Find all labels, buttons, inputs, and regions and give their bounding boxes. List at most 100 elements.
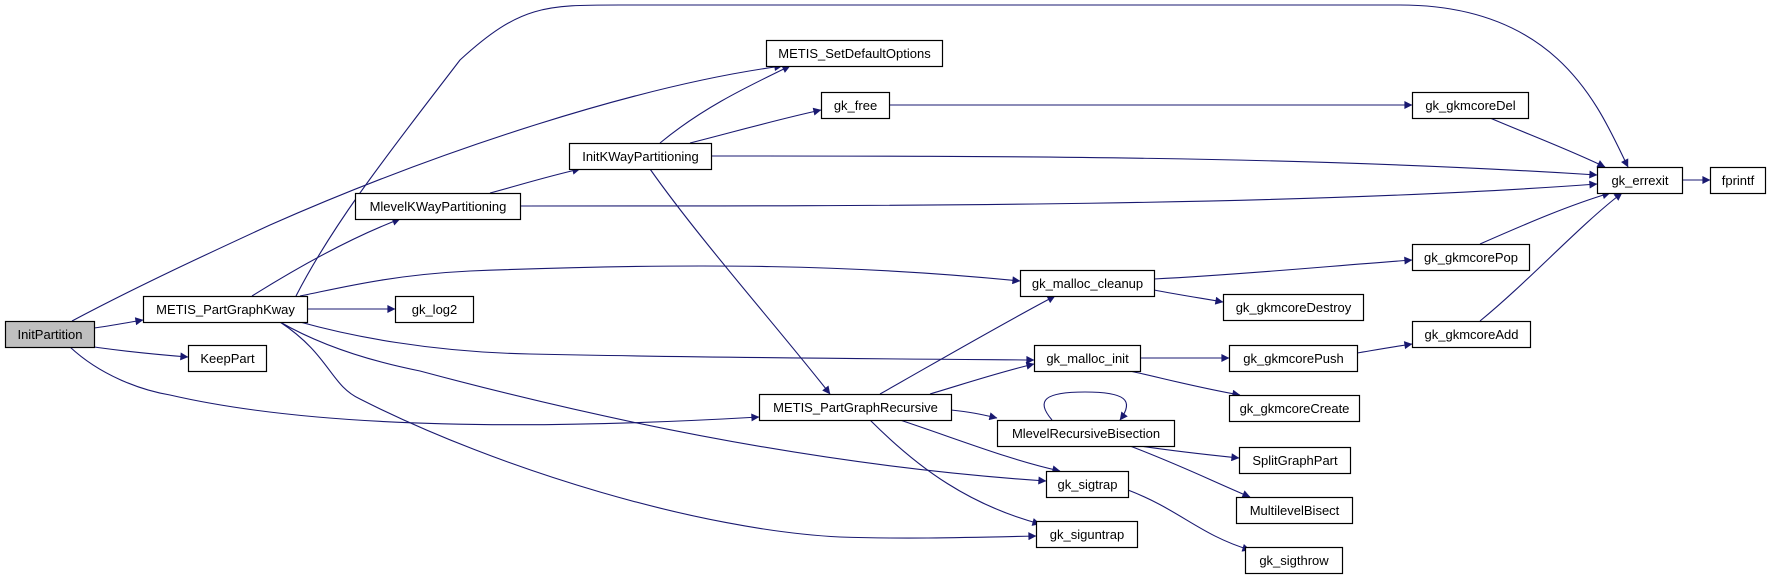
node-box (1228, 344, 1359, 373)
node-label: gk_errexit (1611, 173, 1668, 188)
edge-initkwaypartitioning-to-metis-setdefaultoptions (659, 65, 791, 144)
node-label: gk_free (834, 98, 877, 113)
node-label: InitPartition (17, 327, 82, 342)
edge-mlevelrecursivebisection-to-mlevelrecursivebisection (1043, 391, 1128, 421)
node-keeppart[interactable]: KeepPart (187, 344, 268, 373)
edge-metis-partgraphkway-to-gk-malloc-cleanup (299, 265, 1021, 297)
nodes-layer: InitPartition METIS_PartGraphKwayKeepPart… (4, 39, 1767, 575)
node-label: gk_siguntrap (1050, 527, 1124, 542)
edge-gk-malloc-cleanup-to-gk-gkmcoredestroy (1153, 289, 1224, 305)
node-gk-gkmcorecreate[interactable]: gk_gkmcoreCreate (1228, 394, 1361, 423)
node-multilevelbisect[interactable]: MultilevelBisect (1235, 496, 1354, 525)
node-gk-sigthrow[interactable]: gk_sigthrow (1244, 546, 1344, 575)
node-gk-gkmcoredestroy[interactable]: gk_gkmcoreDestroy (1222, 293, 1365, 322)
node-box (1035, 520, 1139, 549)
node-box (1709, 166, 1767, 195)
node-label: gk_malloc_cleanup (1032, 276, 1143, 291)
node-box (394, 295, 475, 324)
node-box (142, 295, 309, 324)
edge-mlevelrecursivebisection-to-splitgraphpart (1139, 445, 1240, 462)
node-label: gk_gkmcoreDel (1425, 98, 1515, 113)
edge-gk-gkmcoredel-to-gk-errexit (1489, 117, 1606, 168)
edge-gk-gkmcorepush-to-gk-gkmcoreadd (1356, 341, 1413, 354)
node-label: gk_gkmcoreCreate (1240, 401, 1350, 416)
node-box (1411, 91, 1530, 120)
node-label: gk_gkmcoreAdd (1425, 327, 1519, 342)
edge-initkwaypartitioning-to-gk-errexit (710, 155, 1598, 179)
node-label: METIS_PartGraphRecursive (773, 400, 938, 415)
edge-metis-partgraphrecursive-to-mlevelrecursivebisection (950, 409, 998, 421)
edge-mlevelkwaypartitioning-to-gk-errexit (519, 180, 1598, 207)
node-box (568, 142, 713, 171)
edge-metis-partgraphkway-to-gk-errexit (295, 4, 1629, 297)
edge-metis-partgraphrecursive-to-gk-sigtrap (899, 419, 1061, 474)
node-label: gk_sigthrow (1259, 553, 1329, 568)
node-label: InitKWayPartitioning (582, 149, 699, 164)
node-box (765, 39, 944, 68)
node-box (1228, 394, 1361, 423)
edge-metis-partgraphrecursive-to-gk-malloc-init (929, 361, 1035, 395)
node-mlevelkwaypartitioning[interactable]: MlevelKWayPartitioning (354, 192, 522, 221)
node-box (1019, 269, 1156, 298)
node-label: METIS_SetDefaultOptions (778, 46, 931, 61)
node-label: METIS_PartGraphKway (156, 302, 295, 317)
node-box (1411, 243, 1531, 272)
node-box (1033, 344, 1142, 373)
node-gk-gkmcoredel[interactable]: gk_gkmcoreDel (1411, 91, 1530, 120)
node-box (820, 91, 891, 120)
node-gk-free[interactable]: gk_free (820, 91, 891, 120)
node-gk-gkmcoreadd[interactable]: gk_gkmcoreAdd (1411, 320, 1532, 349)
node-box (1244, 546, 1344, 575)
node-metis-partgraphrecursive[interactable]: METIS_PartGraphRecursive (758, 393, 953, 422)
edge-metis-partgraphkway-to-gk-malloc-init (299, 321, 1035, 364)
node-box (996, 419, 1176, 448)
node-initpartition[interactable]: InitPartition (4, 320, 96, 349)
node-label: gk_sigtrap (1058, 477, 1118, 492)
edge-metis-partgraphkway-to-mlevelkwaypartitioning (251, 217, 401, 297)
node-metis-setdefaultoptions[interactable]: METIS_SetDefaultOptions (765, 39, 944, 68)
edge-metis-partgraphrecursive-to-gk-malloc-cleanup (879, 295, 1056, 395)
edge-metis-partgraphkway-to-gk-sigtrap (279, 321, 1047, 485)
node-box (187, 344, 268, 373)
node-gk-errexit[interactable]: gk_errexit (1596, 166, 1684, 195)
node-label: gk_gkmcorePop (1424, 250, 1518, 265)
edge-gk-gkmcoreadd-to-gk-errexit (1479, 192, 1623, 322)
node-initkwaypartitioning[interactable]: InitKWayPartitioning (568, 142, 713, 171)
node-label: fprintf (1722, 173, 1755, 188)
edge-mlevelrecursivebisection-to-multilevelbisect (1129, 445, 1251, 498)
node-gk-gkmcorepush[interactable]: gk_gkmcorePush (1228, 344, 1359, 373)
node-box (1596, 166, 1684, 195)
node-gk-malloc-cleanup[interactable]: gk_malloc_cleanup (1019, 269, 1156, 298)
node-box (1235, 496, 1354, 525)
node-splitgraphpart[interactable]: SplitGraphPart (1238, 446, 1352, 475)
node-label: MultilevelBisect (1250, 503, 1340, 518)
edge-initpartition-to-metis-setdefaultoptions (71, 63, 783, 322)
node-box (354, 192, 522, 221)
node-fprintf[interactable]: fprintf (1709, 166, 1767, 195)
node-metis-partgraphkway[interactable]: METIS_PartGraphKway (142, 295, 309, 324)
edge-mlevelkwaypartitioning-to-initkwaypartitioning (489, 166, 581, 194)
node-box (1222, 293, 1365, 322)
node-label: gk_gkmcoreDestroy (1236, 300, 1352, 315)
node-box (758, 393, 953, 422)
edges-layer (67, 4, 1711, 552)
edge-gk-gkmcorepop-to-gk-errexit (1479, 191, 1611, 245)
node-gk-gkmcorepop[interactable]: gk_gkmcorePop (1411, 243, 1531, 272)
node-mlevelrecursivebisection[interactable]: MlevelRecursiveBisection (996, 419, 1176, 448)
edge-gk-malloc-init-to-gk-gkmcorecreate (1129, 370, 1241, 398)
edge-metis-partgraphkway-to-gk-siguntrap (279, 321, 1037, 541)
node-gk-log2[interactable]: gk_log2 (394, 295, 475, 324)
node-gk-siguntrap[interactable]: gk_siguntrap (1035, 520, 1139, 549)
node-label: KeepPart (200, 351, 255, 366)
edge-initpartition-to-metis-partgraphkway (93, 317, 144, 329)
node-label: gk_gkmcorePush (1243, 351, 1343, 366)
node-label: gk_log2 (412, 302, 458, 317)
node-label: SplitGraphPart (1252, 453, 1338, 468)
edge-gk-sigtrap-to-gk-sigthrow (1127, 489, 1251, 552)
node-box (1238, 446, 1352, 475)
edge-metis-partgraphrecursive-to-gk-siguntrap (869, 419, 1041, 526)
node-gk-malloc-init[interactable]: gk_malloc_init (1033, 344, 1142, 373)
node-box (1411, 320, 1532, 349)
node-gk-sigtrap[interactable]: gk_sigtrap (1045, 470, 1130, 499)
